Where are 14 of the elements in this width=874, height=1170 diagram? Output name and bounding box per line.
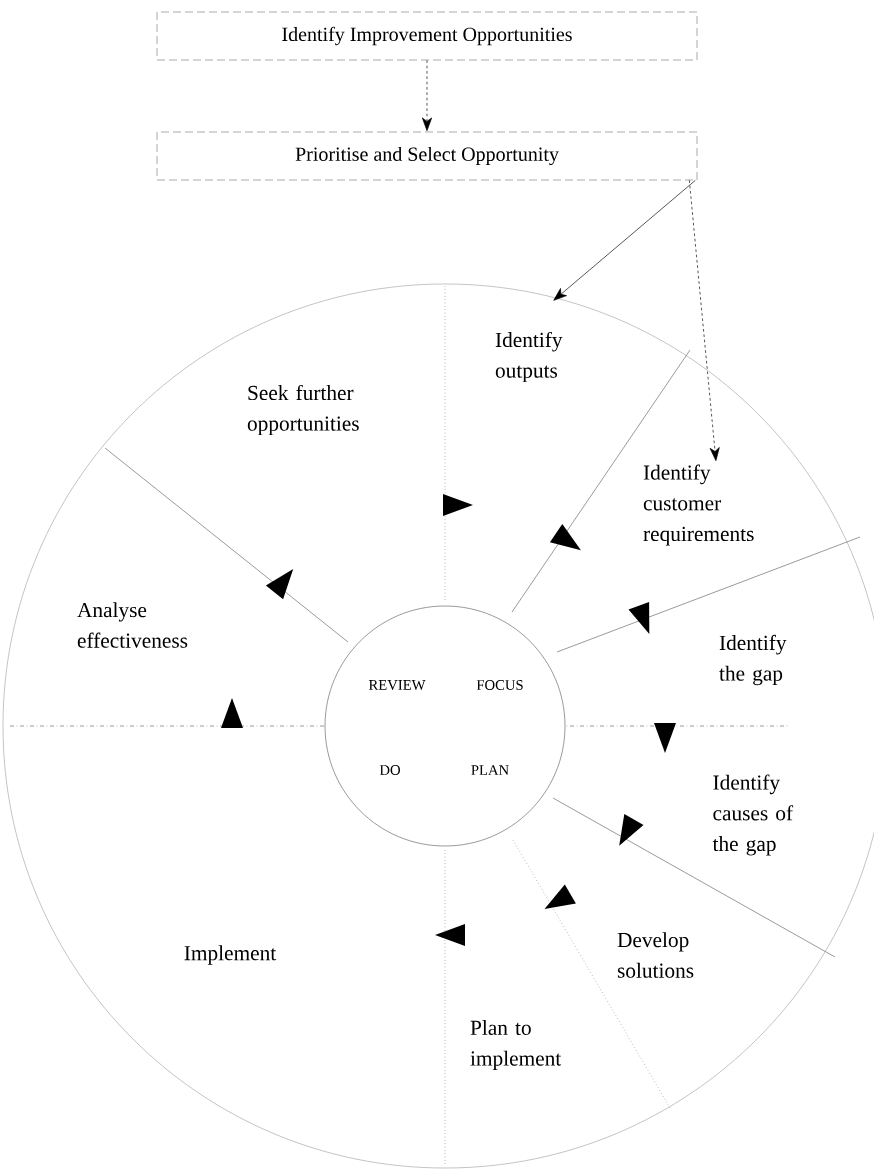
arrow xyxy=(689,180,720,461)
arrow xyxy=(553,180,696,301)
step-box: Identify Improvement Opportunities xyxy=(156,11,698,61)
step-label: Analyse effectiveness xyxy=(77,602,188,648)
step-label: Plan to implement xyxy=(470,1020,562,1070)
step-box: Prioritise and Select Opportunity xyxy=(156,131,698,181)
step-label: Develop solutions xyxy=(617,932,694,978)
step-label: Seek further opportunities xyxy=(247,384,359,436)
step-label: Identify outputs xyxy=(495,331,563,383)
step-label: Identify the gap xyxy=(719,634,787,686)
arrow xyxy=(422,60,432,132)
step-label: Implement xyxy=(184,945,277,965)
step-label: Identify customer requirements xyxy=(643,464,754,546)
step-label: Identify causes of the gap xyxy=(712,774,794,856)
